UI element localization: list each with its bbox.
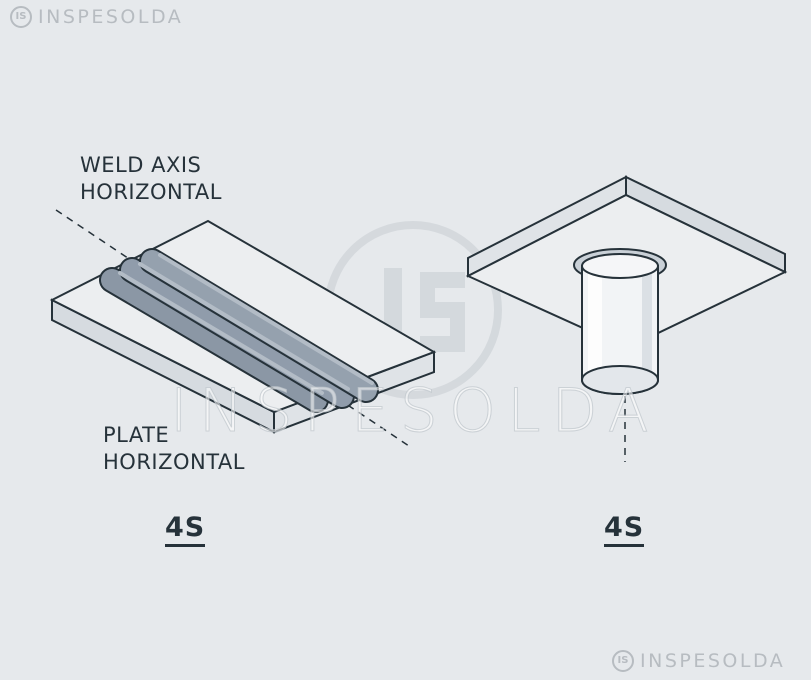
left-position-caption: 4S xyxy=(165,513,206,547)
watermark-logo-icon: IS xyxy=(612,650,634,672)
weld-axis-label-line1: WELD AXIS xyxy=(80,153,202,177)
watermark-logo-icon: IS xyxy=(10,6,32,28)
watermark-center-text: INSPESOLDA xyxy=(170,376,660,447)
right-position-caption: 4S xyxy=(604,513,645,547)
weld-axis-label: WELD AXIS HORIZONTAL xyxy=(80,152,222,206)
vertical-pipe-icon xyxy=(573,248,667,462)
watermark-brand-text: INSPESOLDA xyxy=(640,650,786,672)
weld-bead-icon xyxy=(99,248,379,413)
horizontal-plate-icon xyxy=(49,209,437,449)
weld-axis-label-line2: HORIZONTAL xyxy=(80,180,222,204)
watermark-brand-text: INSPESOLDA xyxy=(38,6,184,28)
watermark-bottom-right: IS INSPESOLDA xyxy=(612,650,785,672)
watermark-top-left: IS INSPESOLDA xyxy=(10,6,183,28)
plate-label-line2: HORIZONTAL xyxy=(103,450,245,474)
plate-label-line1: PLATE xyxy=(103,423,170,447)
plate-orientation-label: PLATE HORIZONTAL xyxy=(103,422,245,476)
